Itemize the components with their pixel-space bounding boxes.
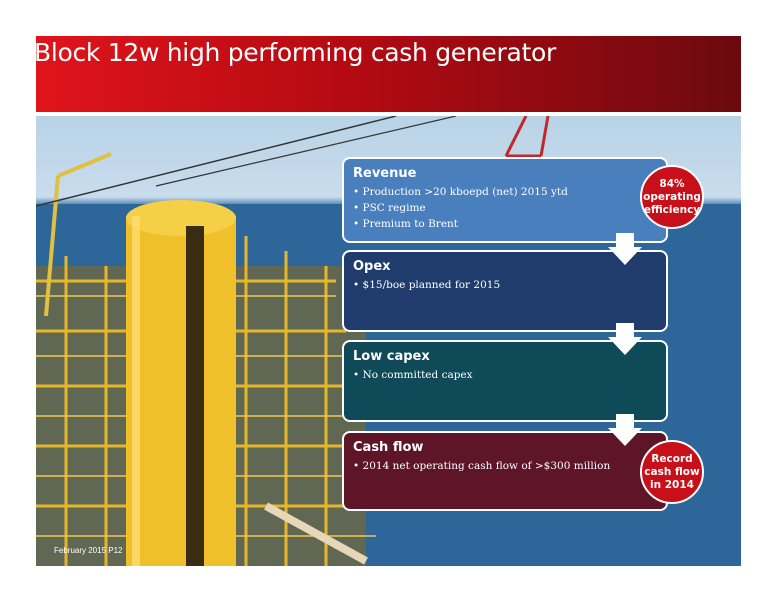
revenue-bullet: Production >20 kboepd (net) 2015 ytd xyxy=(353,184,657,200)
down-arrow-icon xyxy=(608,323,642,355)
slide-title: Block 12w high performing cash generator xyxy=(34,38,556,67)
cashflow-badge: Record cash flow in 2014 xyxy=(640,440,704,504)
revenue-bullet: PSC regime xyxy=(353,200,657,216)
efficiency-badge: 84% operating efficiency xyxy=(640,165,704,229)
revenue-bullet: Premium to Brent xyxy=(353,216,657,232)
capex-heading: Low capex xyxy=(353,349,430,364)
title-bar xyxy=(36,36,741,112)
opex-bullet: $15/boe planned for 2015 xyxy=(353,277,657,293)
down-arrow-icon xyxy=(608,414,642,446)
cashflow-bullet: 2014 net operating cash flow of >$300 mi… xyxy=(353,458,657,474)
opex-heading: Opex xyxy=(353,259,391,274)
slide-footer: February 2015 P12 xyxy=(54,546,123,555)
opex-card: Opex $15/boe planned for 2015 xyxy=(342,250,668,332)
cashflow-card: Cash flow 2014 net operating cash flow o… xyxy=(342,431,668,511)
capex-bullet: No committed capex xyxy=(353,367,657,383)
revenue-card: Revenue Production >20 kboepd (net) 2015… xyxy=(342,157,668,243)
revenue-heading: Revenue xyxy=(353,166,417,181)
capex-card: Low capex No committed capex xyxy=(342,340,668,422)
cashflow-heading: Cash flow xyxy=(353,440,424,455)
down-arrow-icon xyxy=(608,233,642,265)
